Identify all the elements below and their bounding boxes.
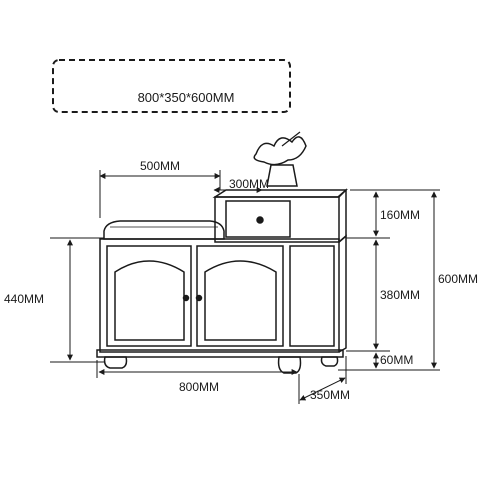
leg-height-label: 60MM [380,353,413,367]
flower-bouquet [253,136,307,166]
cabinet-height-label: 380MM [380,288,420,302]
drawer-width-label: 300MM [229,177,269,191]
seat-width-label: 500MM [140,159,180,173]
overall-size-label: 800*350*600MM [138,90,235,105]
right-door-knob [195,294,203,302]
cabinet-body [99,238,340,353]
drawer-unit-side [338,188,347,243]
size-header-box [52,59,291,113]
seat-cushion [103,220,225,240]
seat-height-label: 440MM [4,292,44,306]
right-door-panel [204,260,277,341]
total-width-label: 800MM [179,380,219,394]
cabinet-side [338,234,347,353]
size-header: 800*350*600MM [52,59,291,113]
drawer-knob [256,216,264,224]
base-plinth [96,349,344,358]
flower-pot [266,164,298,187]
left-door-knob [182,294,190,302]
flower-stem [281,131,301,147]
shoe-bench-drawing [96,131,348,374]
depth-line [299,377,346,401]
dimension-labels: 500MM 300MM 160MM 380MM 60MM 600MM 440MM… [4,159,478,402]
front-left-foot [103,356,128,369]
drawer-unit-top [212,189,348,198]
drawer-front [225,200,291,238]
left-door-panel [114,260,185,341]
drawer-unit [214,196,340,243]
total-height-label: 600MM [438,272,478,286]
front-right-foot [277,356,302,374]
drawer-height-label: 160MM [380,208,420,222]
cabinet-side-panel [289,245,335,347]
dimension-lines [50,170,440,404]
depth-label: 350MM [310,388,350,402]
left-door [106,245,192,347]
back-right-foot [320,356,339,367]
